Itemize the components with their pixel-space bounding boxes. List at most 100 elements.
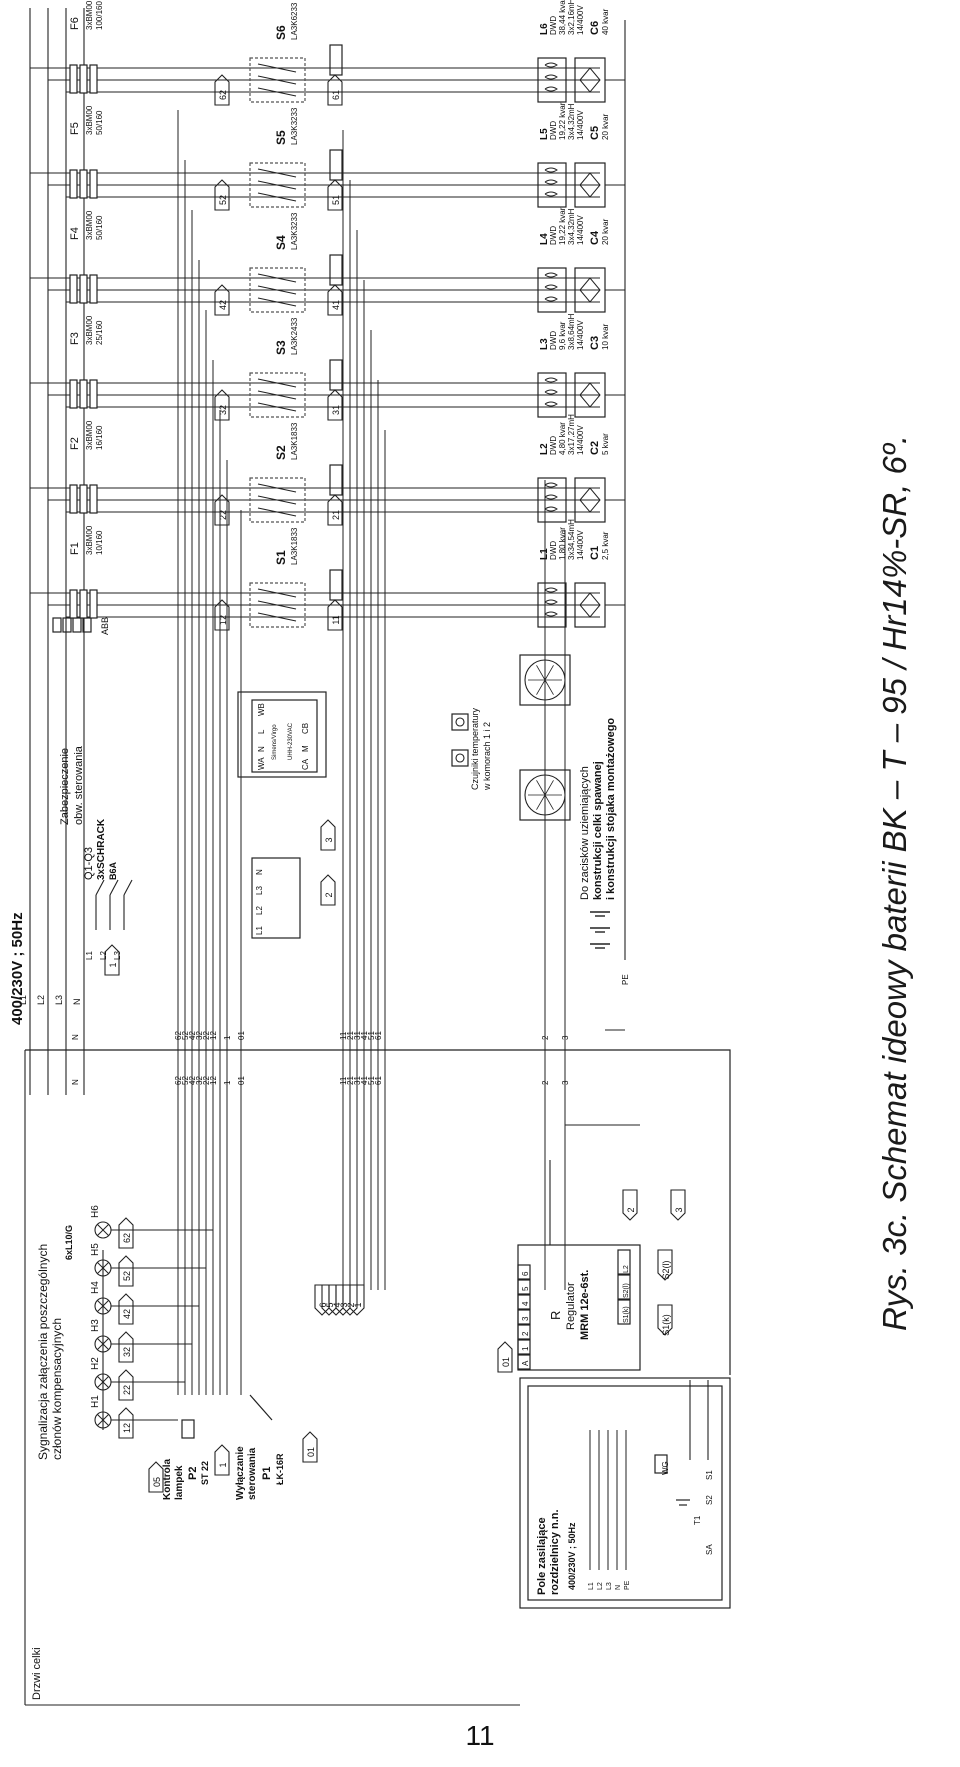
regulator-tag-s2-shape [657, 1249, 673, 1281]
fan-frame [519, 769, 571, 821]
reactor-kind: DWD [549, 16, 558, 35]
supply-field-voltage: 400/230V ; 50Hz [567, 1522, 577, 1590]
breaker-blade [109, 879, 119, 896]
temperature-sensor-1 [451, 713, 469, 731]
strip-label-bottom: 11 [339, 1076, 348, 1085]
aux-contact-box [329, 464, 343, 496]
reactor-winding [544, 191, 558, 197]
contactor-body [249, 477, 306, 523]
fan-2 [519, 769, 571, 821]
reactor-winding [544, 494, 558, 500]
reactor-power: 9,6 kvar [558, 321, 567, 350]
aux-wire-tag: 11 [327, 599, 343, 631]
regulator-terminal-label: 5 [521, 1286, 530, 1291]
strip-label-bottom: 22 [202, 1076, 211, 1085]
fuse-element [89, 484, 98, 514]
reactor-winding [544, 587, 558, 593]
terminal-block-frame [251, 857, 301, 939]
regulator-output-arrow-label: 4 [332, 1302, 342, 1307]
aux-contact-box [329, 149, 343, 181]
regulator-output-arrow-label: 5 [325, 1302, 335, 1307]
strip-label-bottom: 32 [195, 1076, 204, 1085]
control-off-contact [249, 1394, 273, 1421]
bus-label-l2: L2 [36, 995, 46, 1005]
lamp-wire-tag-label: 12 [122, 1423, 132, 1433]
regulator-terminal [517, 1294, 531, 1310]
strip-label-top: 51 [367, 1031, 376, 1040]
lamp-wire-tag: 32 [118, 1331, 134, 1363]
regulator-terminal [517, 1324, 531, 1340]
sensor-box [451, 713, 469, 731]
supply-field-s1: S1 [705, 1470, 714, 1480]
aux-wire-tag-shape [327, 284, 343, 316]
contact-blade [257, 507, 297, 517]
reactor-power: 4,80 kvar [558, 422, 567, 455]
fan-blade [536, 679, 546, 695]
aux-contact-box [329, 359, 343, 391]
lamp-wire-tag-shape [118, 1217, 134, 1249]
supply-field-ct [654, 1454, 668, 1474]
capacitor-name: C6 [589, 21, 601, 35]
contact-blade [257, 378, 297, 388]
supply-field-wg: WG [661, 1461, 670, 1475]
reactor-winding [544, 506, 558, 512]
reactor-rating: 14/400V [576, 5, 585, 35]
control-off-wire-tag: 01 [302, 1431, 318, 1463]
terminal-label: L3 [255, 886, 264, 895]
fuse-element [89, 169, 98, 199]
door-label: Drzwi celki [31, 1647, 43, 1700]
lamp-test-title1: Kontrola [162, 1458, 173, 1500]
fuse-type: 3xBM00 [85, 210, 94, 240]
reactor-winding [544, 272, 558, 278]
fuse-type: 3xBM00 [85, 105, 94, 135]
regulator-arrow-3-shape [670, 1189, 686, 1221]
fuse-name: F4 [69, 227, 81, 240]
regulator-ct-terminal [617, 1274, 631, 1300]
strip-label-bottom: 31 [353, 1076, 362, 1085]
regulator-arrow-2-label: 2 [626, 1207, 636, 1212]
thermostat-terminal-bottom: CA [301, 758, 310, 770]
breaker-phase: L2 [99, 951, 108, 960]
bus-label-l3: L3 [54, 995, 64, 1005]
fuse-element [79, 64, 88, 94]
terminal-label: N [255, 869, 264, 875]
fan-1 [519, 654, 571, 706]
regulator-arrow-01: 01 [497, 1341, 513, 1373]
reactor-box [537, 477, 567, 523]
regulator-terminal [517, 1264, 531, 1280]
breaker-blade [95, 879, 105, 896]
reactor-box [537, 162, 567, 208]
lamp-test-wire-tag-shape [148, 1461, 164, 1493]
fuse-type: 3xBM00 [85, 525, 94, 555]
figure-caption: Rys. 3c. Schemat ideowy baterii BK – T –… [876, 434, 913, 1332]
reactor-winding [544, 611, 558, 617]
lamp-h4: H4 [90, 1281, 199, 1315]
thermostat-terminal-top: N [257, 746, 266, 752]
reactor-rating: 14/400V [576, 320, 585, 350]
reactor-winding [544, 377, 558, 383]
thermostat-terminal-top: WB [257, 703, 266, 716]
reactor-winding [544, 74, 558, 80]
aux-contact-box [329, 44, 343, 76]
reactor-kind: DWD [549, 226, 558, 245]
supply-field-title1: Pole zasilające [536, 1517, 548, 1595]
reactor-winding [544, 389, 558, 395]
contact-blade [257, 180, 297, 190]
page-number: 11 [465, 1720, 495, 1751]
thermostat-terminal-top: WA [257, 757, 266, 770]
thermostat-terminal-top: L [257, 729, 266, 734]
reactor-rating: 14/400V [576, 530, 585, 560]
fuse-element [69, 379, 78, 409]
abb-cell [62, 617, 72, 633]
strip-label-top: 12 [209, 1031, 218, 1040]
strip-label-bottom: 12 [209, 1076, 218, 1085]
contact-blade [257, 75, 297, 85]
